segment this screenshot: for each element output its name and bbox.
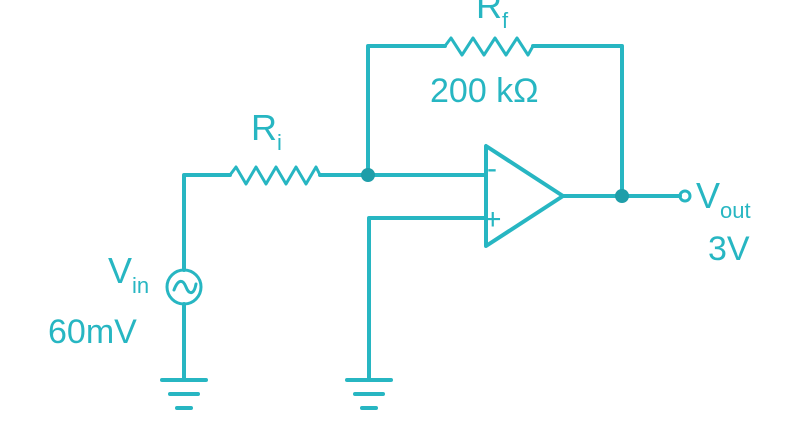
input-resistor [228, 165, 322, 186]
output-terminal [678, 189, 692, 203]
output-junction-node [615, 189, 629, 203]
ground-right-icon [345, 378, 393, 410]
rf-value: 200 kΩ [430, 72, 539, 110]
rf-label: Rf [476, 0, 509, 33]
feedback-wire [366, 44, 624, 198]
opamp-triangle [484, 144, 565, 248]
vin-label: Vin [108, 250, 149, 298]
noninverting-wire [367, 216, 488, 380]
vout-label: Vout [696, 175, 751, 223]
input-wire [182, 173, 488, 272]
opamp-noninverting-sign: + [484, 203, 502, 236]
ground-left-icon [160, 378, 208, 410]
vin-value: 60mV [48, 313, 137, 351]
ri-label: Ri [251, 107, 282, 155]
opamp-inverting-sign: - [487, 152, 497, 185]
feedback-resistor [443, 36, 535, 57]
vout-value: 3V [708, 230, 750, 268]
ac-wave [172, 279, 198, 295]
inverting-junction-node [361, 168, 375, 182]
